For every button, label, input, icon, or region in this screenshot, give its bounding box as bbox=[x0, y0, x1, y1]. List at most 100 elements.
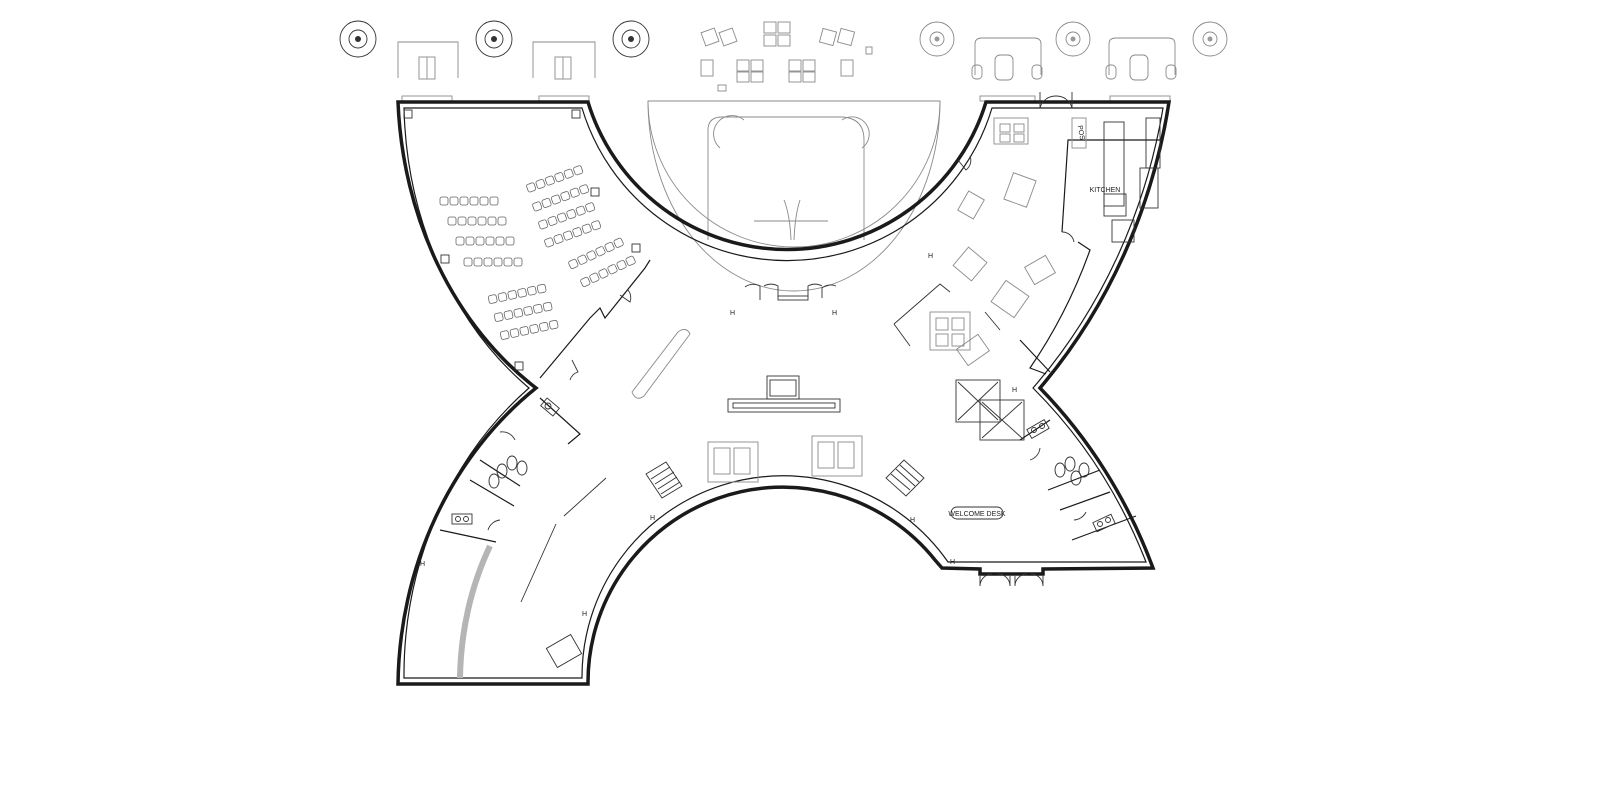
seat bbox=[573, 165, 584, 176]
lounge-seating bbox=[532, 41, 596, 80]
seat bbox=[585, 202, 596, 213]
building-outline bbox=[396, 100, 1172, 686]
seat-row bbox=[455, 236, 515, 246]
seat-row bbox=[499, 319, 559, 340]
umbrella-table-icon bbox=[1192, 21, 1228, 57]
seat-row bbox=[487, 283, 547, 304]
seat-row bbox=[532, 184, 590, 212]
seat bbox=[556, 212, 567, 223]
seat bbox=[532, 201, 543, 212]
seat bbox=[527, 285, 537, 296]
svg-text:H: H bbox=[650, 515, 655, 522]
seat bbox=[575, 205, 586, 216]
seat bbox=[487, 294, 498, 304]
seat bbox=[483, 257, 493, 267]
door-swing-icon bbox=[979, 573, 1044, 587]
pos-label: POS bbox=[1076, 125, 1086, 141]
seat bbox=[581, 223, 592, 234]
seat bbox=[507, 290, 518, 300]
seat bbox=[538, 219, 549, 230]
seat bbox=[568, 258, 579, 269]
seat bbox=[505, 236, 515, 246]
sofa-icon bbox=[1105, 37, 1177, 81]
seat-row bbox=[580, 255, 636, 287]
seat bbox=[497, 292, 508, 302]
seat-row bbox=[544, 220, 602, 248]
seat bbox=[613, 237, 624, 248]
door-swing-icon bbox=[569, 289, 632, 381]
seat bbox=[616, 259, 627, 271]
auditorium bbox=[403, 109, 651, 381]
svg-text:H: H bbox=[832, 310, 837, 317]
svg-text:H: H bbox=[582, 611, 587, 618]
cafe-tables bbox=[929, 117, 1057, 367]
seat bbox=[499, 330, 510, 340]
seat bbox=[503, 257, 513, 267]
seat bbox=[544, 175, 555, 186]
seat bbox=[579, 184, 590, 195]
sofa-icon bbox=[971, 37, 1043, 81]
stair-icon bbox=[645, 461, 683, 499]
seat bbox=[553, 234, 564, 244]
seat bbox=[449, 196, 459, 206]
seat bbox=[550, 194, 561, 205]
seat bbox=[455, 236, 465, 246]
seat bbox=[566, 209, 577, 220]
seat bbox=[607, 264, 618, 275]
welcome-desk: WELCOME DESK bbox=[948, 506, 1006, 520]
seat bbox=[547, 216, 558, 226]
seat bbox=[503, 310, 514, 320]
seat bbox=[489, 196, 499, 206]
seat bbox=[562, 230, 573, 241]
restrooms-left bbox=[439, 397, 581, 543]
seat bbox=[493, 257, 503, 267]
seat bbox=[523, 306, 533, 316]
seat bbox=[439, 196, 449, 206]
seat bbox=[589, 272, 600, 283]
seat bbox=[509, 328, 520, 338]
seat bbox=[487, 216, 497, 226]
umbrella-table-icon bbox=[919, 21, 955, 57]
seat bbox=[533, 303, 543, 314]
lobby: H H H H H H H H H bbox=[420, 253, 1044, 679]
seat bbox=[447, 216, 457, 226]
seat bbox=[572, 227, 583, 238]
seat bbox=[586, 250, 597, 261]
seat bbox=[479, 196, 489, 206]
seat bbox=[539, 321, 549, 332]
seat bbox=[463, 257, 473, 267]
welcome-desk-label: WELCOME DESK bbox=[948, 511, 1006, 518]
seat bbox=[497, 216, 507, 226]
seat bbox=[459, 196, 469, 206]
seat-row bbox=[538, 202, 596, 230]
dining-tables bbox=[700, 21, 873, 92]
svg-text:H: H bbox=[420, 561, 425, 568]
outdoor-court bbox=[647, 100, 941, 292]
seat bbox=[544, 237, 555, 248]
seat bbox=[591, 220, 602, 231]
seat-row bbox=[568, 237, 624, 269]
seat bbox=[469, 196, 479, 206]
sink-icon bbox=[451, 397, 560, 525]
seat bbox=[526, 182, 537, 193]
seat bbox=[495, 236, 505, 246]
seat bbox=[477, 216, 487, 226]
kitchen-label: KITCHEN bbox=[1090, 187, 1121, 194]
door-swing-icon bbox=[744, 283, 837, 300]
seat bbox=[457, 216, 467, 226]
svg-text:H: H bbox=[928, 253, 933, 260]
seat bbox=[529, 324, 539, 334]
seat bbox=[598, 268, 609, 279]
svg-text:H: H bbox=[910, 517, 915, 524]
seat-row bbox=[493, 301, 553, 322]
seat bbox=[554, 172, 565, 183]
lounge-seating bbox=[397, 41, 459, 80]
sink-icon bbox=[1026, 419, 1116, 533]
seat bbox=[467, 216, 477, 226]
seat bbox=[560, 191, 571, 202]
elevators bbox=[955, 379, 1025, 441]
stair-icon bbox=[885, 459, 925, 497]
seat bbox=[595, 246, 606, 257]
seat bbox=[465, 236, 475, 246]
